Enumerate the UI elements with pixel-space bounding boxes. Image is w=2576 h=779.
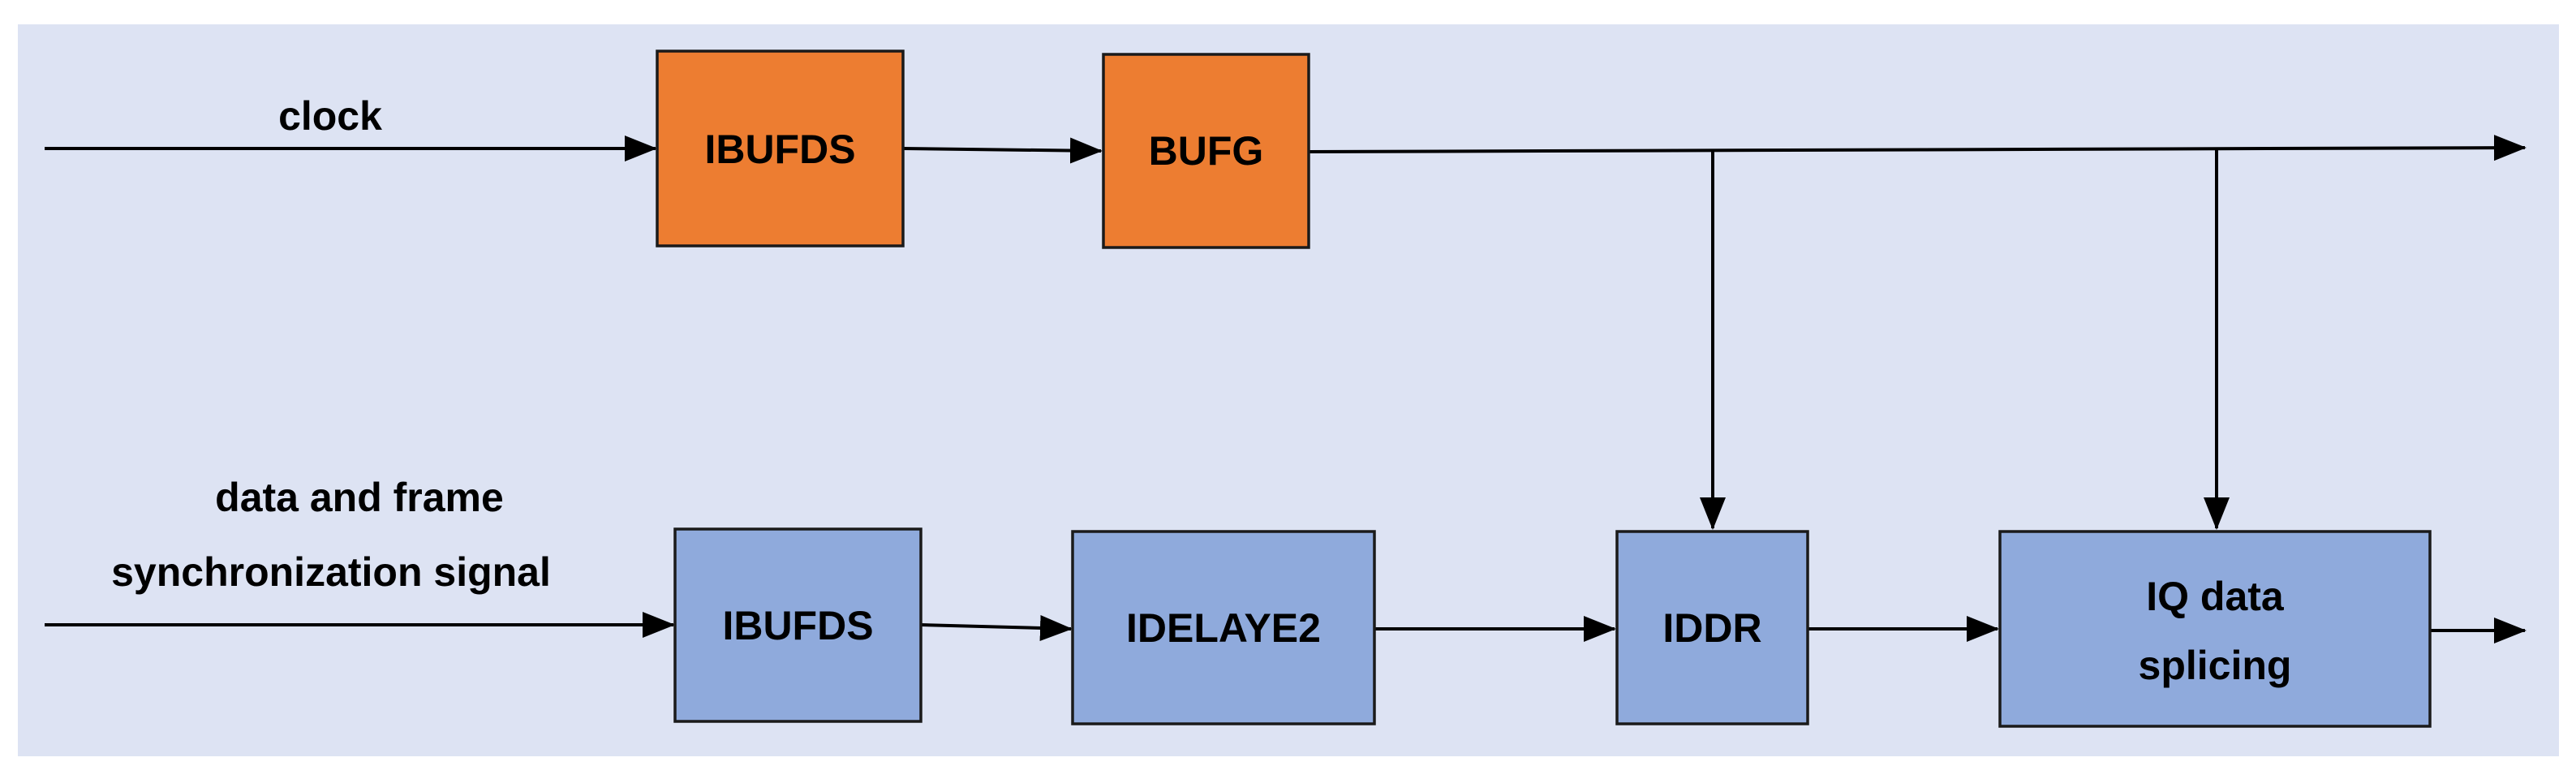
iq-splicing-block: IQ data splicing (1998, 530, 2432, 728)
clock-input-label: clock (278, 93, 382, 139)
bufg-box (1102, 53, 1310, 249)
iq-splicing-box (1998, 530, 2432, 728)
ibufds-clock-label: IBUFDS (704, 127, 855, 172)
idelaye2-box (1071, 530, 1376, 725)
idelaye2-label: IDELAYE2 (1126, 605, 1321, 651)
ibufds-to-bufg-arrow (902, 137, 1103, 164)
iddr-block: IDDR (1615, 530, 1809, 725)
data-input-label-line2: synchronization signal (111, 549, 551, 595)
ibufds-data-box (673, 527, 922, 723)
ibufds-to-idelaye2-arrow (920, 614, 1073, 641)
bufg-label: BUFG (1149, 128, 1264, 174)
iddr-box (1615, 530, 1809, 725)
idelaye2-block: IDELAYE2 (1071, 530, 1376, 725)
clock-output-arrow (1308, 135, 2527, 161)
bufg-block: BUFG (1102, 53, 1310, 249)
iq-splicing-label-line2: splicing (2139, 643, 2292, 688)
iq-splicing-label-line1: IQ data (2146, 574, 2285, 619)
data-input-label-line1: data and frame (215, 475, 504, 520)
ibufds-data-block: IBUFDS (673, 527, 922, 723)
ibufds-clock-block: IBUFDS (656, 49, 905, 247)
ibufds-data-label: IBUFDS (722, 603, 873, 648)
iddr-label: IDDR (1662, 605, 1761, 651)
ibufds-clock-box (656, 49, 905, 247)
